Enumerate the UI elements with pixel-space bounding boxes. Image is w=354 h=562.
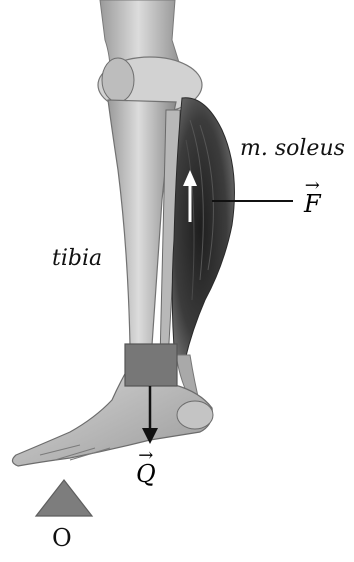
label-F-vector: → F: [304, 180, 321, 216]
heel-bone: [177, 401, 213, 429]
pivot-triangle: [36, 480, 92, 516]
weight-box: [125, 344, 177, 386]
label-m-soleus: m. soleus: [240, 136, 345, 161]
patella: [102, 58, 134, 102]
label-tibia: tibia: [52, 246, 102, 271]
label-pivot-O: O: [52, 524, 72, 552]
symbol-F: F: [304, 192, 321, 216]
label-Q-vector: → Q: [136, 450, 156, 486]
symbol-Q: Q: [136, 462, 156, 486]
